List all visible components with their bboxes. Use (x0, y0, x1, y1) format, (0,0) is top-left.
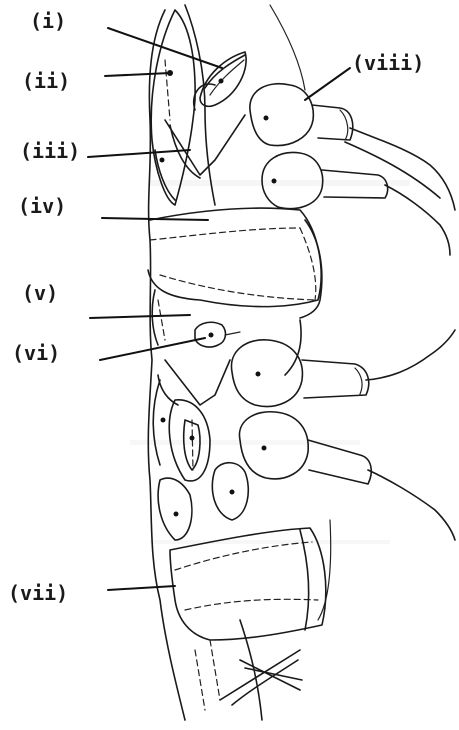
label-i: (i) (30, 9, 66, 33)
label-iv: (iv) (18, 194, 66, 218)
label-vi: (vi) (12, 341, 60, 365)
label-iii: (iii) (20, 139, 80, 163)
scan-artefacts (130, 180, 410, 544)
cell-iv-trapezoid (148, 208, 321, 307)
labels: (i) (ii) (iii) (iv) (v) (vi) (vii) (viii… (8, 9, 424, 605)
stem-outline (148, 5, 330, 720)
cell-v-vi-middle (152, 290, 240, 405)
label-viii: (viii) (352, 51, 424, 75)
label-ii: (ii) (22, 69, 70, 93)
cell-vii-trapezoid (170, 528, 326, 640)
label-vii: (vii) (8, 581, 68, 605)
cell-ii-body (151, 10, 195, 205)
leader-lines (88, 28, 350, 590)
cell-iii-subsidiary (155, 115, 245, 200)
label-v: (v) (22, 281, 58, 305)
cell-viii-trichomes (231, 84, 455, 540)
